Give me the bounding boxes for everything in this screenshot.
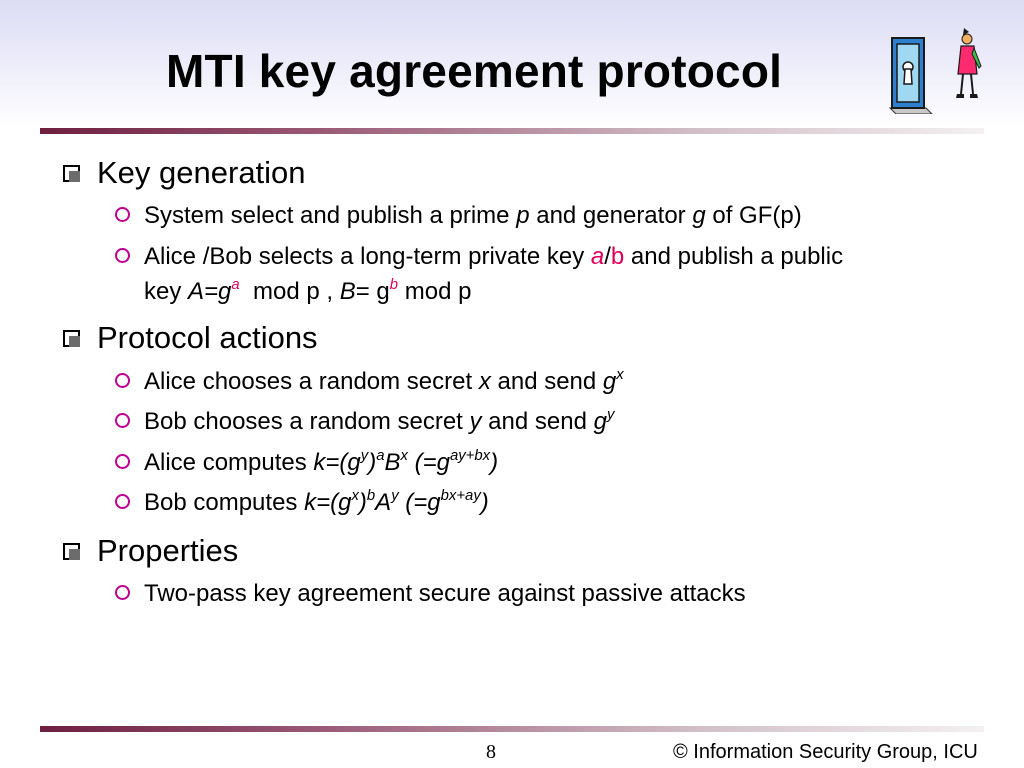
footer-divider <box>40 726 984 732</box>
item-alice-chooses: Alice chooses a random secret x and send… <box>144 366 624 395</box>
circle-bullet-icon <box>115 373 130 388</box>
footer-copyright: © Information Security Group, ICU <box>673 741 978 763</box>
section-heading-protocol-actions: Protocol actions <box>97 320 318 355</box>
title-background <box>0 0 1024 128</box>
title-divider <box>40 128 984 134</box>
item-system-select: System select and publish a prime p and … <box>144 202 802 229</box>
square-bullet-icon <box>63 165 80 182</box>
item-bob-computes: Bob computes k=(gx)bAy (=gbx+ay) <box>144 487 489 516</box>
page-number: 8 <box>486 741 496 763</box>
slide-title: MTI key agreement protocol <box>166 45 783 97</box>
woman-figure-icon <box>956 28 982 98</box>
item-alice-bob-keys-cont: key A=ga mod p , B= gb mod p <box>144 276 472 305</box>
circle-bullet-icon <box>115 248 130 263</box>
circle-bullet-icon <box>115 207 130 222</box>
circle-bullet-icon <box>115 585 130 600</box>
circle-bullet-icon <box>115 494 130 509</box>
door-keyhole-icon <box>888 37 933 114</box>
circle-bullet-icon <box>115 454 130 469</box>
circle-bullet-icon <box>115 413 130 428</box>
item-bob-chooses: Bob chooses a random secret y and send g… <box>144 406 615 435</box>
square-bullet-icon <box>63 330 80 347</box>
item-two-pass: Two-pass key agreement secure against pa… <box>144 580 746 607</box>
section-heading-key-generation: Key generation <box>97 155 306 190</box>
square-bullet-icon <box>63 543 80 560</box>
section-heading-properties: Properties <box>97 533 239 568</box>
item-alice-computes: Alice computes k=(gy)aBx (=gay+bx) <box>144 447 499 476</box>
item-alice-bob-keys: Alice /Bob selects a long-term private k… <box>144 243 844 270</box>
